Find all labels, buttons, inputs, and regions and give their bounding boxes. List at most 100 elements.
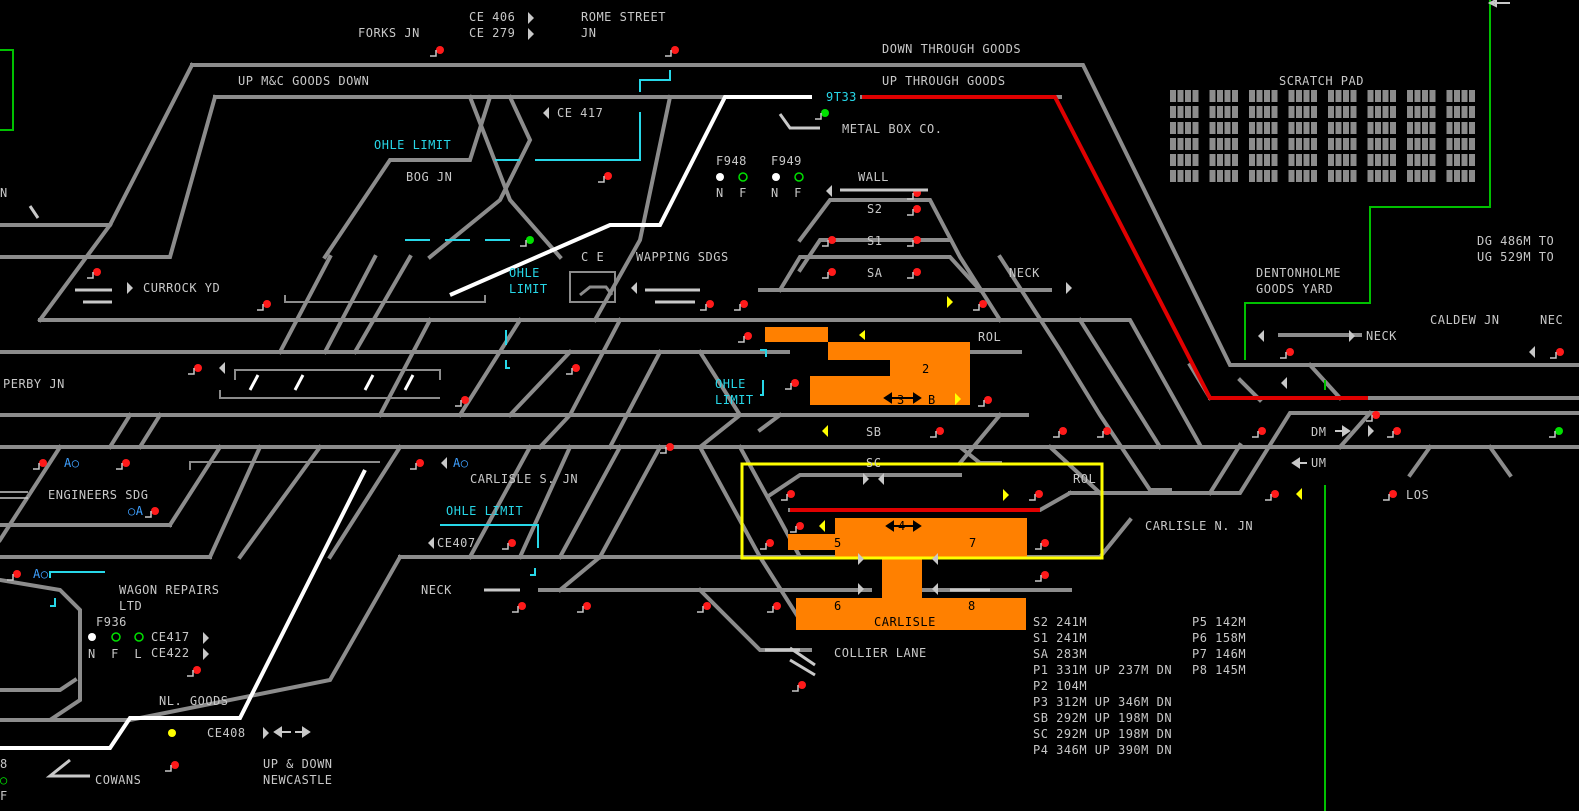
scratch-pad-cell[interactable] [1232, 154, 1238, 166]
scratch-pad-cell[interactable] [1422, 122, 1428, 134]
scratch-pad-cell[interactable] [1461, 170, 1468, 182]
scratch-pad-cell[interactable] [1177, 138, 1184, 150]
signal-icon[interactable] [984, 396, 992, 404]
scratch-pad-cell[interactable] [1192, 90, 1199, 102]
signal-icon[interactable] [604, 172, 612, 180]
scratch-pad-cell[interactable] [1446, 154, 1453, 166]
scratch-pad-cell[interactable] [1429, 138, 1436, 150]
scratch-pad-cell[interactable] [1185, 90, 1191, 102]
signal-icon[interactable] [416, 459, 424, 467]
scratch-pad-cell[interactable] [1271, 170, 1278, 182]
scratch-pad-cell[interactable] [1343, 154, 1349, 166]
scratch-pad-cell[interactable] [1469, 170, 1475, 182]
scratch-pad-cell[interactable] [1446, 122, 1453, 134]
scratch-pad-cell[interactable] [1350, 170, 1357, 182]
scratch-pad-cell[interactable] [1224, 170, 1231, 182]
scratch-pad-cell[interactable] [1177, 154, 1184, 166]
scratch-pad-cell[interactable] [1192, 106, 1199, 118]
scratch-pad-cell[interactable] [1185, 170, 1191, 182]
signal-icon[interactable] [93, 268, 101, 276]
scratch-pad-cell[interactable] [1256, 138, 1263, 150]
scratch-pad-cell[interactable] [1170, 138, 1176, 150]
scratch-pad-cell[interactable] [1311, 106, 1317, 118]
scratch-pad-cell[interactable] [1264, 90, 1270, 102]
scratch-pad-cell[interactable] [1217, 122, 1223, 134]
scratch-pad-cell[interactable] [1192, 122, 1199, 134]
scratch-pad-cell[interactable] [1350, 138, 1357, 150]
scratch-pad-cell[interactable] [1288, 154, 1295, 166]
scratch-pad-cell[interactable] [1232, 106, 1238, 118]
scratch-pad-cell[interactable] [1209, 154, 1216, 166]
scratch-pad-cell[interactable] [1382, 106, 1389, 118]
scratch-pad-cell[interactable] [1177, 170, 1184, 182]
scratch-pad-cell[interactable] [1461, 154, 1468, 166]
scratch-pad-cell[interactable] [1414, 106, 1421, 118]
scratch-pad-cell[interactable] [1367, 170, 1374, 182]
scratch-pad-cell[interactable] [1335, 138, 1342, 150]
scratch-pad-cell[interactable] [1343, 122, 1349, 134]
scratch-pad-cell[interactable] [1303, 170, 1310, 182]
scratch-pad-cell[interactable] [1256, 154, 1263, 166]
scratch-pad-cell[interactable] [1390, 170, 1396, 182]
scratch-pad-cell[interactable] [1170, 122, 1176, 134]
scratch-pad-cell[interactable] [1390, 154, 1396, 166]
scratch-pad-cell[interactable] [1422, 138, 1428, 150]
scratch-pad-cell[interactable] [1296, 170, 1302, 182]
scratch-pad-cell[interactable] [1271, 106, 1278, 118]
scratch-pad-cell[interactable] [1390, 122, 1396, 134]
scratch-pad-cell[interactable] [1177, 90, 1184, 102]
scratch-pad-cell[interactable] [1375, 154, 1381, 166]
scratch-pad-cell[interactable] [1224, 122, 1231, 134]
scratch-pad-cell[interactable] [1288, 122, 1295, 134]
scratch-pad-cell[interactable] [1429, 106, 1436, 118]
scratch-pad-cell[interactable] [1264, 138, 1270, 150]
scratch-pad-cell[interactable] [1209, 170, 1216, 182]
scratch-pad-cell[interactable] [1469, 138, 1475, 150]
signal-icon[interactable] [461, 396, 469, 404]
signal-icon[interactable] [263, 300, 271, 308]
scratch-pad-cell[interactable] [1461, 106, 1468, 118]
scratch-pad-cell[interactable] [1335, 106, 1342, 118]
signal-icon[interactable] [583, 602, 591, 610]
signal-icon[interactable] [194, 364, 202, 372]
scratch-pad-cell[interactable] [1335, 122, 1342, 134]
scratch-pad-cell[interactable] [1224, 106, 1231, 118]
signal-icon[interactable] [1556, 348, 1564, 356]
scratch-pad-cell[interactable] [1264, 170, 1270, 182]
scratch-pad-cell[interactable] [1170, 106, 1176, 118]
scratch-pad-cell[interactable] [1446, 170, 1453, 182]
scratch-pad-cell[interactable] [1170, 154, 1176, 166]
signal-icon[interactable] [526, 236, 534, 244]
scratch-pad-cell[interactable] [1232, 170, 1238, 182]
scratch-pad-cell[interactable] [1296, 122, 1302, 134]
scratch-pad-cell[interactable] [1217, 106, 1223, 118]
scratch-pad-cell[interactable] [1303, 90, 1310, 102]
scratch-pad-cell[interactable] [1249, 138, 1255, 150]
scratch-pad-cell[interactable] [1271, 154, 1278, 166]
scratch-pad-cell[interactable] [1454, 90, 1460, 102]
scratch-pad-cell[interactable] [1422, 90, 1428, 102]
scratch-pad-cell[interactable] [1209, 138, 1216, 150]
scratch-pad-cell[interactable] [1382, 170, 1389, 182]
scratch-pad-cell[interactable] [1343, 170, 1349, 182]
scratch-pad-cell[interactable] [1232, 122, 1238, 134]
scratch-pad-cell[interactable] [1185, 138, 1191, 150]
signal-icon[interactable] [744, 332, 752, 340]
scratch-pad-cell[interactable] [1454, 138, 1460, 150]
scratch-pad-cell[interactable] [1256, 106, 1263, 118]
scratch-pad-cell[interactable] [1328, 170, 1334, 182]
scratch-pad-cell[interactable] [1303, 106, 1310, 118]
signal-icon[interactable] [572, 364, 580, 372]
track-line-225[interactable] [0, 62, 195, 227]
scratch-pad-cell[interactable] [1367, 122, 1374, 134]
signal-icon[interactable] [13, 570, 21, 578]
scratch-pad-cell[interactable] [1367, 90, 1374, 102]
scratch-pad-cell[interactable] [1264, 154, 1270, 166]
scratch-pad-cell[interactable] [1407, 106, 1413, 118]
signal-icon[interactable] [671, 46, 679, 54]
signal-icon[interactable] [1041, 539, 1049, 547]
scratch-pad-cell[interactable] [1328, 106, 1334, 118]
scratch-pad-cell[interactable] [1303, 154, 1310, 166]
scratch-pad-cell[interactable] [1224, 90, 1231, 102]
scratch-pad-cell[interactable] [1335, 90, 1342, 102]
